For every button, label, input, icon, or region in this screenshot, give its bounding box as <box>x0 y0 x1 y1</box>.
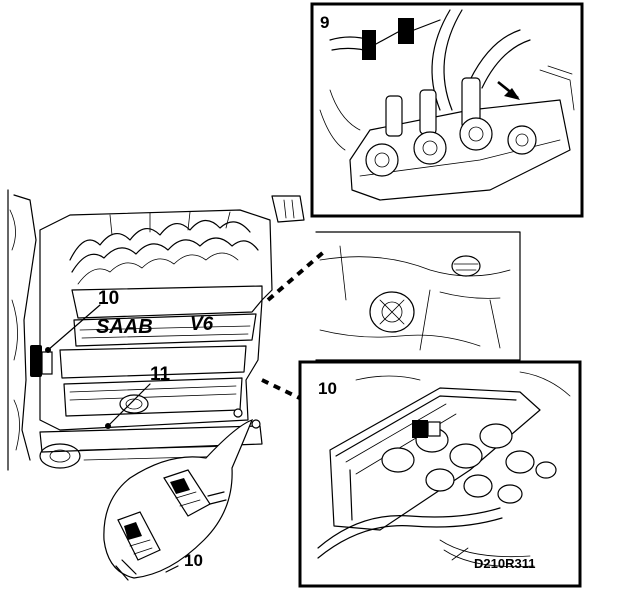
leader-line-left-10 <box>47 304 101 351</box>
brand-lettering: SAAB <box>96 316 153 338</box>
pointer-to-top-inset <box>266 248 328 302</box>
leader-line-11 <box>107 383 151 427</box>
inset-bottom-detail: 10 D210R311 <box>298 360 582 588</box>
callout-10-inset: 10 <box>318 379 337 398</box>
callout-10-main: 10 <box>98 288 119 309</box>
callout-11: 11 <box>150 364 171 385</box>
callout-10-connector: 10 <box>184 551 203 570</box>
engine-lettering: V6 <box>190 314 214 335</box>
reference-code: D210R311 <box>474 556 535 571</box>
engine-main-view: SAAB V6 <box>7 189 305 471</box>
pointer-to-bottom-inset <box>261 378 313 406</box>
engine-bay-background <box>315 231 521 361</box>
callout-9: 9 <box>320 13 329 32</box>
inset-top-detail: 9 <box>310 2 584 218</box>
connector-detail-bubble: 10 <box>103 418 254 581</box>
